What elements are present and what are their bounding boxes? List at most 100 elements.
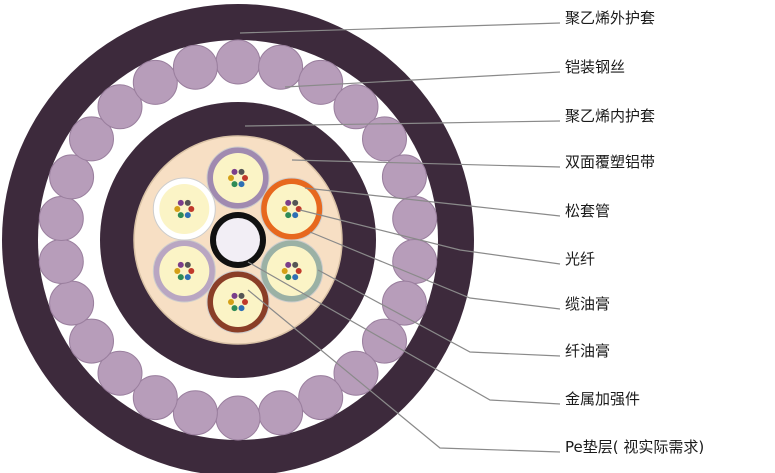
optical-fiber xyxy=(281,206,288,212)
optical-fiber xyxy=(238,168,245,175)
leader-line xyxy=(247,261,561,405)
armor-wire xyxy=(381,154,427,200)
loose-tube xyxy=(206,270,270,334)
optical-fiber xyxy=(292,212,299,219)
optical-fiber xyxy=(184,199,191,206)
fiber-gel xyxy=(213,153,263,203)
optical-fiber xyxy=(285,212,292,219)
optical-fiber xyxy=(231,292,238,299)
armor-wire xyxy=(172,390,218,436)
armor-wire xyxy=(298,59,344,105)
label-column: 聚乙烯外护套 铠装钢丝 聚乙烯内护套 双面覆塑铝带 松套管 光纤 缆油膏 纤油膏… xyxy=(565,9,704,456)
optical-fiber xyxy=(228,299,234,305)
loose-tube xyxy=(206,146,270,210)
optical-fiber xyxy=(238,292,245,299)
label-fiber: 光纤 xyxy=(565,250,595,268)
optical-fiber xyxy=(285,274,292,281)
optical-fiber xyxy=(285,199,292,206)
optical-fiber xyxy=(281,268,288,274)
label-strength-member: 金属加强件 xyxy=(565,390,640,408)
optical-fiber xyxy=(292,199,299,206)
armor-wire xyxy=(38,196,84,241)
armor-wire xyxy=(258,390,304,436)
armor-wire xyxy=(97,350,143,396)
label-loose-tube: 松套管 xyxy=(565,202,610,220)
armor-wire xyxy=(69,116,114,162)
armor-wire xyxy=(215,39,261,85)
armor-wire xyxy=(298,375,344,421)
leader-line xyxy=(244,120,561,127)
optical-fiber xyxy=(238,181,245,188)
optical-fiber xyxy=(177,274,184,281)
label-inner-sheath: 聚乙烯内护套 xyxy=(565,107,655,125)
loose-tube xyxy=(152,239,216,303)
armor-wire xyxy=(38,239,84,284)
optical-fiber xyxy=(228,175,234,181)
armor-wire xyxy=(381,280,427,326)
fiber-gel xyxy=(266,246,317,296)
optical-fiber xyxy=(231,168,238,175)
optical-fiber xyxy=(174,268,181,274)
optical-fiber xyxy=(242,299,248,305)
armor-wire xyxy=(333,350,379,396)
optical-fiber xyxy=(238,305,245,312)
leader-line xyxy=(309,231,561,310)
label-pe-padding: Pe垫层( 视实际需求) xyxy=(565,438,704,456)
armor-wire xyxy=(49,280,95,326)
optical-fiber xyxy=(292,261,299,268)
fiber-gel xyxy=(159,246,210,296)
optical-fiber xyxy=(188,206,195,212)
armor-wire xyxy=(362,318,407,364)
armor-wire xyxy=(333,84,379,130)
leader-line xyxy=(317,269,561,357)
fiber-gel xyxy=(159,184,210,234)
cable-cross-section xyxy=(2,4,474,473)
loose-tube xyxy=(260,239,324,303)
optical-fiber xyxy=(177,199,184,206)
loose-tube xyxy=(152,177,216,241)
optical-fiber xyxy=(188,268,195,274)
optical-fiber xyxy=(184,274,191,281)
leader-line xyxy=(284,71,561,88)
armor-wire xyxy=(362,116,407,162)
optical-fiber xyxy=(285,261,292,268)
fiber-gel xyxy=(213,277,263,327)
leader-lines xyxy=(239,22,561,453)
label-cable-gel: 缆油膏 xyxy=(565,295,610,313)
label-armor-wire: 铠装钢丝 xyxy=(565,58,625,76)
optical-fiber xyxy=(295,268,302,274)
optical-fiber xyxy=(184,261,191,268)
armor-wire xyxy=(258,44,304,90)
label-outer-sheath: 聚乙烯外护套 xyxy=(565,9,655,27)
optical-fiber xyxy=(184,212,191,219)
optical-fiber xyxy=(295,206,302,212)
optical-fiber xyxy=(292,274,299,281)
armor-wire xyxy=(215,395,261,441)
leader-line xyxy=(299,209,561,265)
leader-line xyxy=(247,289,561,453)
loose-tube xyxy=(260,177,324,241)
armor-wire xyxy=(69,318,114,364)
optical-fiber xyxy=(231,305,238,312)
leader-line xyxy=(304,187,561,217)
optical-fiber xyxy=(177,261,184,268)
armor-wire xyxy=(392,196,438,241)
optical-fiber xyxy=(174,206,181,212)
optical-fiber xyxy=(231,181,238,188)
armor-wire xyxy=(132,375,178,421)
armor-wire xyxy=(392,239,438,284)
leader-line xyxy=(291,159,561,168)
fiber-gel xyxy=(266,184,317,234)
optical-fiber xyxy=(242,175,248,181)
armor-wire xyxy=(132,59,178,105)
strength-member xyxy=(216,218,260,262)
armor-wire xyxy=(97,84,143,130)
optical-fiber xyxy=(177,212,184,219)
armor-wire xyxy=(49,154,95,200)
label-fiber-gel: 纤油膏 xyxy=(565,342,610,360)
armor-wire xyxy=(172,44,218,90)
leader-line xyxy=(239,22,561,34)
label-aluminum-tape: 双面覆塑铝带 xyxy=(565,153,655,171)
